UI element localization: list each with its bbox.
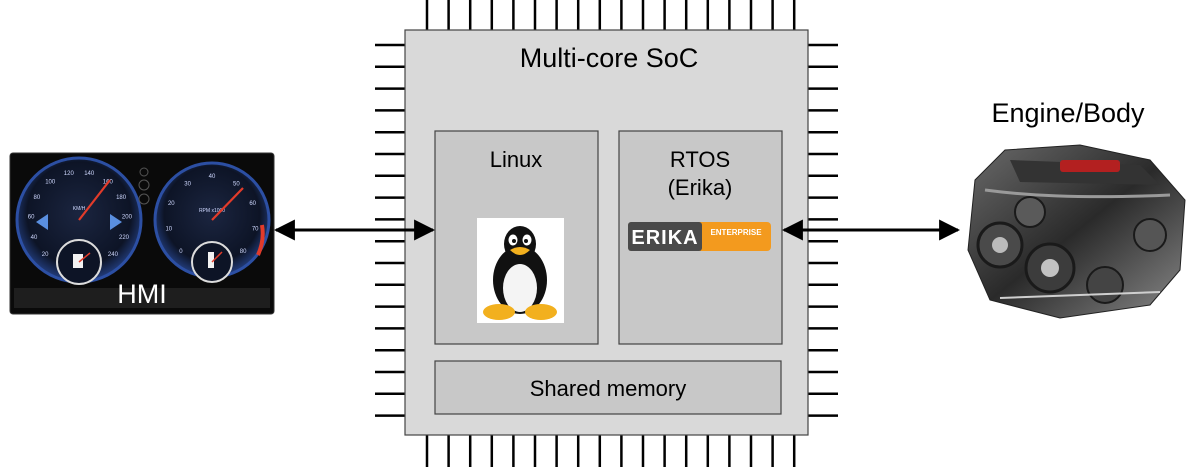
speedometer-gauge: 20406080100120140160180200220240 KM/H bbox=[15, 156, 143, 285]
linux-label: Linux bbox=[490, 147, 543, 172]
brake-warning-icon bbox=[138, 193, 150, 205]
speed-tick-label: 100 bbox=[45, 180, 56, 186]
rpm-tick-label: 0 bbox=[179, 249, 183, 255]
chip-pins-left bbox=[375, 43, 405, 417]
speed-tick-label: 20 bbox=[42, 252, 49, 258]
speed-tick-label: 40 bbox=[31, 235, 38, 241]
speed-tick-label: 60 bbox=[28, 215, 35, 221]
rpm-tick-label: 30 bbox=[184, 181, 191, 187]
hmi-dashboard-image: 20406080100120140160180200220240 KM/H 01… bbox=[9, 152, 275, 315]
engine-label: Engine/Body bbox=[991, 98, 1145, 128]
erika-enterprise-logo: ERIKA ENTERPRISE bbox=[628, 222, 771, 251]
oil-warning-icon bbox=[139, 167, 149, 177]
speed-tick-label: 180 bbox=[116, 195, 127, 201]
rpm-tick-label: 40 bbox=[209, 174, 216, 180]
chip-pins-top bbox=[425, 0, 796, 30]
chip-pins-right bbox=[808, 43, 838, 417]
speed-tick-label: 200 bbox=[122, 215, 133, 221]
shared-memory-label: Shared memory bbox=[530, 376, 687, 401]
rpm-unit-label: RPM x1000 bbox=[199, 208, 225, 214]
erika-logo-word: ERIKA bbox=[631, 227, 698, 249]
chip-pins-bottom bbox=[425, 435, 796, 467]
rpm-tick-label: 50 bbox=[233, 181, 240, 187]
speed-tick-label: 120 bbox=[64, 171, 75, 177]
speed-tick-label: 240 bbox=[108, 252, 119, 258]
rtos-sublabel: (Erika) bbox=[668, 175, 733, 200]
rtos-label: RTOS bbox=[670, 147, 730, 172]
rpm-tick-label: 80 bbox=[240, 249, 247, 255]
speed-unit-label: KM/H bbox=[73, 206, 86, 212]
tux-penguin-icon bbox=[477, 218, 564, 323]
tachometer-gauge: 0 10 20 30 40 50 60 70 80 RPM x1000 bbox=[153, 161, 271, 283]
speed-tick-label: 220 bbox=[119, 235, 130, 241]
rpm-tick-label: 20 bbox=[168, 201, 175, 207]
shared-memory-box bbox=[434, 360, 782, 415]
rpm-tick-label: 60 bbox=[249, 201, 256, 207]
soc-title: Multi-core SoC bbox=[520, 43, 699, 73]
rpm-tick-label: 10 bbox=[165, 227, 172, 233]
erika-logo-suffix: ENTERPRISE bbox=[710, 228, 762, 237]
hmi-label: HMI bbox=[117, 279, 167, 309]
engine-warning-icon bbox=[138, 179, 150, 191]
engine-image bbox=[967, 144, 1186, 319]
speed-tick-label: 80 bbox=[34, 195, 41, 201]
rpm-tick-label: 70 bbox=[252, 227, 259, 233]
speed-tick-label: 140 bbox=[84, 171, 95, 177]
